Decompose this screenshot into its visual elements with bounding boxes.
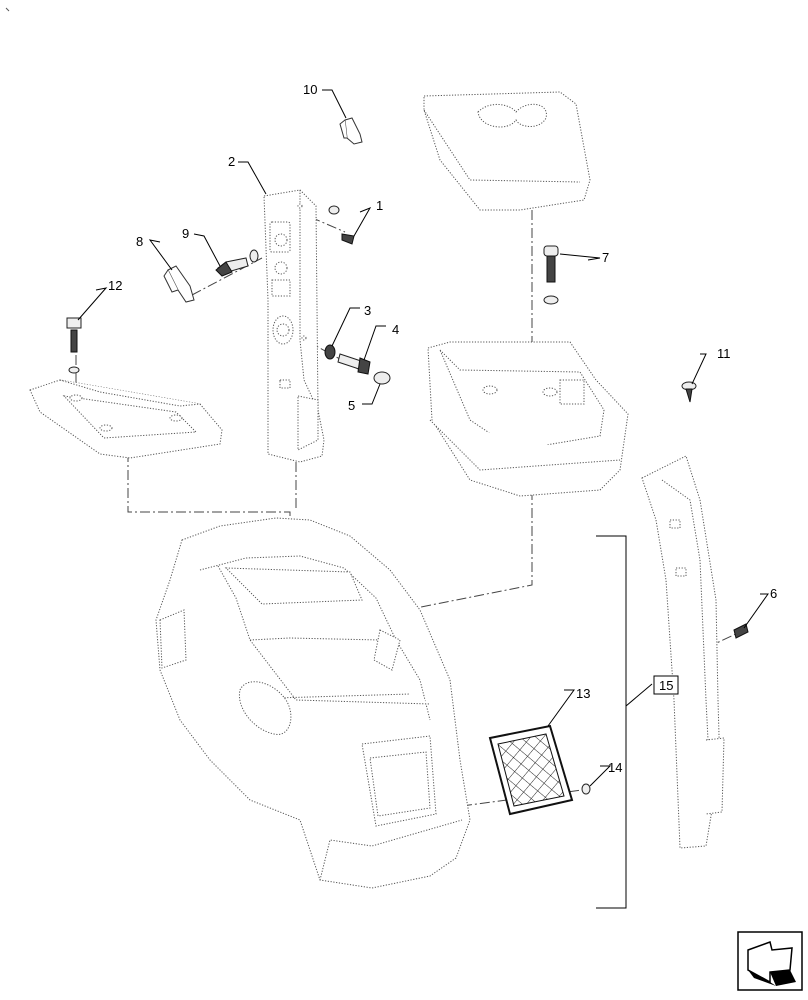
- part-clip-left: [163, 265, 195, 303]
- callout-8: 8: [136, 234, 143, 249]
- tick-mark-icon: [5, 7, 10, 12]
- callout-6: 6: [770, 586, 777, 601]
- hardware-washer-3: [324, 344, 336, 360]
- part-right-trim: [641, 455, 725, 849]
- callout-5: 5: [348, 398, 355, 413]
- hardware-screw-14: [581, 783, 591, 795]
- part-armrest-base: [427, 341, 629, 497]
- part-console-housing: [155, 517, 471, 889]
- callout-15-box: [653, 675, 679, 695]
- next-page-arrow-icon[interactable]: [737, 931, 803, 991]
- part-armrest-cushion: [423, 91, 591, 211]
- callout-2: 2: [228, 154, 235, 169]
- callout-13: 13: [576, 686, 590, 701]
- callout-9: 9: [182, 226, 189, 241]
- hardware-bolt-4: [337, 353, 371, 375]
- part-left-tray: [29, 379, 223, 459]
- part-pillar: [263, 189, 325, 463]
- callout-bracket: [596, 535, 653, 909]
- hardware-cap-5: [373, 371, 391, 385]
- part-grille: [488, 724, 574, 816]
- hardware-bolt-9: [215, 249, 259, 277]
- hardware-screw-1: [328, 205, 355, 245]
- callout-15: 15: [659, 678, 673, 693]
- callout-7: 7: [602, 250, 609, 265]
- callout-labels: 1 2 3 4 5 6 7 8 9 10 11 12 13 14 15: [108, 82, 777, 775]
- callout-4: 4: [392, 322, 399, 337]
- callout-12: 12: [108, 278, 122, 293]
- callout-11: 11: [717, 346, 731, 361]
- callout-14: 14: [608, 760, 622, 775]
- part-clip-top: [339, 117, 363, 145]
- leader-lines: [77, 89, 769, 787]
- callout-1: 1: [376, 198, 383, 213]
- callout-10: 10: [303, 82, 317, 97]
- callout-3: 3: [364, 303, 371, 318]
- hardware-screw-12: [66, 317, 82, 374]
- hardware-rivet-11: [681, 381, 697, 403]
- hardware-bolt-7: [543, 245, 559, 305]
